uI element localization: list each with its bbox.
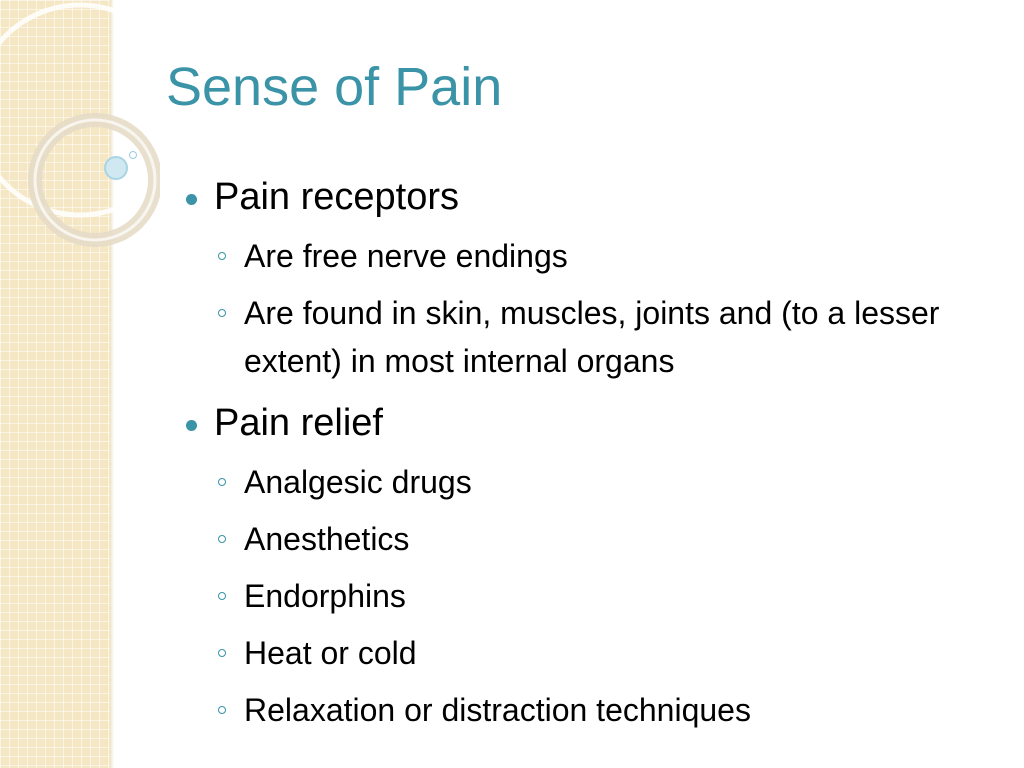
decorative-circles: [0, 2, 160, 247]
sub-bullet-anesthetics: Anesthetics: [216, 515, 1006, 563]
sub-bullet-analgesic-drugs: Analgesic drugs: [216, 458, 1006, 506]
sub-bullet-endorphins: Endorphins: [216, 572, 1006, 620]
decorative-circle-large: [0, 2, 160, 218]
sub-bullet-relaxation: Relaxation or distraction techniques: [216, 686, 1006, 734]
decorative-dot-blue: [104, 156, 128, 180]
side-panel-edge: [110, 0, 114, 768]
decorative-circle-ring-inner: [33, 118, 157, 242]
bullet-pain-receptors: Pain receptors: [186, 168, 1006, 226]
bullet-list: Pain receptors Are free nerve endings Ar…: [186, 168, 1006, 743]
slide-title: Sense of Pain: [166, 57, 503, 117]
bullet-pain-relief: Pain relief: [186, 394, 1006, 452]
sub-bullet-heat-or-cold: Heat or cold: [216, 629, 1006, 677]
sub-bullet-found-in: Are found in skin, muscles, joints and (…: [216, 289, 1006, 385]
sub-bullet-free-nerve-endings: Are free nerve endings: [216, 232, 1006, 280]
decorative-dot-small: [129, 151, 137, 159]
